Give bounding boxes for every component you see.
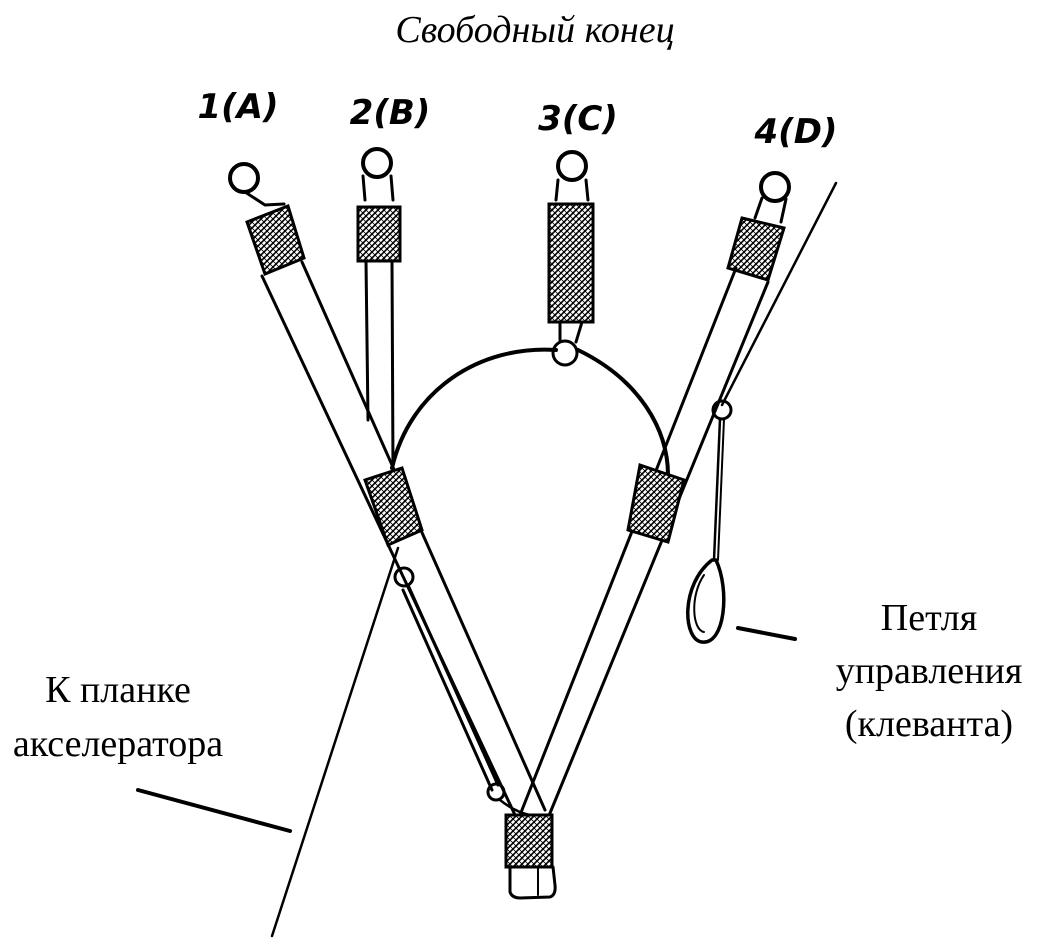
riser-1-strap (228, 162, 547, 817)
bottom-connector (504, 813, 557, 900)
control-loop-label-line2: управления (836, 650, 1023, 692)
accelerator-label-line2: акселератора (13, 723, 223, 765)
diagram-title: Свободный конец (395, 9, 674, 51)
riser-4-strap (518, 171, 791, 820)
connecting-line-right (576, 348, 670, 477)
riser-3-strap (547, 150, 595, 367)
riser-label-2: 2(B) (350, 93, 431, 133)
control-loop (686, 558, 726, 644)
riser-label-3: 3(C) (538, 99, 618, 139)
control-loop-line (686, 181, 838, 644)
connecting-line (390, 347, 558, 470)
accelerator-line (270, 546, 532, 938)
control-loop-label-line3: (клеванта) (845, 703, 1013, 745)
accelerator-leader (136, 788, 292, 833)
control-loop-label-line1: Петля (881, 597, 977, 639)
riser-label-1: 1(A) (197, 87, 278, 127)
riser-2-strap (356, 147, 402, 472)
accelerator-label-line1: К планке (45, 669, 191, 711)
riser-label-4: 4(D) (754, 112, 838, 152)
control-loop-leader (736, 626, 797, 641)
